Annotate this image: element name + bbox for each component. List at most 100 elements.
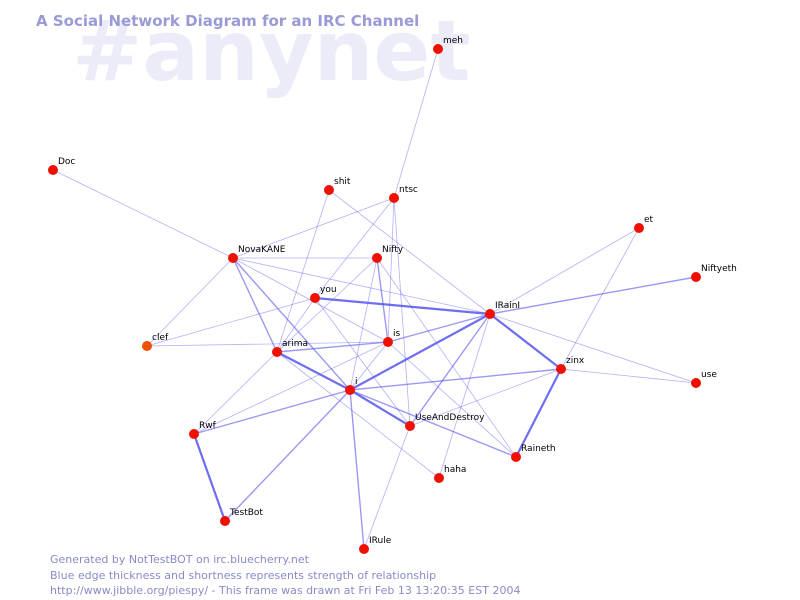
node-label-clef: clef	[152, 333, 169, 343]
node-label-Niftyeth: Niftyeth	[701, 264, 737, 274]
edge-IRainI-is	[387, 313, 491, 343]
edge-IRainI-i	[349, 313, 491, 391]
edge-i-UseAndDestroy	[349, 389, 411, 427]
edges-layer	[52, 48, 697, 550]
edge-IRainI-Niftyeth	[489, 276, 697, 315]
edge-arima-haha	[276, 351, 440, 479]
node-TestBot: TestBot	[220, 508, 263, 526]
node-dot-arima	[272, 347, 282, 357]
edge-Rwf-TestBot	[192, 433, 227, 522]
edge-you-arima	[276, 297, 316, 353]
node-label-et: et	[644, 215, 654, 225]
node-shit: shit	[324, 177, 351, 195]
edge-Doc-NovaKANE	[52, 169, 234, 259]
edge-NovaKANE-i	[232, 257, 351, 391]
edge-you-IRainI	[314, 296, 491, 316]
node-label-IRule: IRule	[369, 536, 392, 546]
node-dot-IRule	[359, 544, 369, 554]
edge-NovaKANE-arima	[232, 257, 278, 353]
edge-IRainI-zinx	[489, 313, 562, 370]
node-dot-use	[691, 378, 701, 388]
node-dot-is	[383, 337, 393, 347]
edge-Nifty-is	[376, 257, 389, 343]
node-et: et	[634, 215, 654, 233]
node-dot-UseAndDestroy	[405, 421, 415, 431]
node-label-arima: arima	[282, 339, 308, 349]
node-label-Raineth: Raineth	[521, 444, 556, 454]
edge-NovaKANE-clef	[146, 257, 234, 347]
edge-IRainI-use	[489, 313, 697, 384]
node-dot-Raineth	[511, 452, 521, 462]
node-dot-Rwf	[189, 429, 199, 439]
edge-Nifty-Raineth	[376, 257, 517, 458]
node-haha: haha	[434, 465, 466, 483]
edge-UseAndDestroy-IRule	[363, 425, 411, 550]
node-label-i: i	[355, 377, 358, 387]
node-dot-IRainI	[485, 309, 495, 319]
node-label-zinx: zinx	[566, 356, 585, 366]
edge-ntsc-UseAndDestroy	[393, 197, 411, 427]
node-label-IRainI: IRainI	[495, 301, 520, 311]
node-IRainI: IRainI	[485, 301, 520, 319]
edge-IRainI-et	[489, 227, 640, 315]
node-dot-NovaKANE	[228, 253, 238, 263]
node-label-you: you	[320, 285, 337, 295]
node-is: is	[383, 329, 401, 347]
node-UseAndDestroy: UseAndDestroy	[405, 413, 485, 431]
node-ntsc: ntsc	[389, 185, 418, 203]
node-label-haha: haha	[444, 465, 466, 475]
edge-IRainI-haha	[438, 313, 491, 479]
edge-you-clef	[146, 297, 316, 347]
node-Raineth: Raineth	[511, 444, 556, 462]
edge-is-i	[349, 341, 389, 391]
edge-you-UseAndDestroy	[314, 297, 411, 427]
edge-ntsc-you	[314, 197, 395, 299]
edge-shit-IRainI	[328, 189, 491, 315]
edge-NovaKANE-IRainI	[232, 257, 491, 315]
edge-meh-ntsc	[393, 48, 439, 199]
node-dot-Nifty	[372, 253, 382, 263]
node-dot-ntsc	[389, 193, 399, 203]
node-label-Rwf: Rwf	[199, 421, 217, 431]
node-i: i	[345, 377, 358, 395]
node-Niftyeth: Niftyeth	[691, 264, 737, 282]
node-label-Nifty: Nifty	[382, 245, 404, 255]
edge-i-Rwf	[193, 389, 351, 435]
node-NovaKANE: NovaKANE	[228, 245, 286, 263]
edge-ntsc-is	[387, 197, 395, 343]
edge-i-TestBot	[224, 389, 351, 522]
node-dot-meh	[433, 44, 443, 54]
edge-arima-Rwf	[193, 351, 278, 435]
node-label-meh: meh	[443, 36, 463, 46]
edge-Nifty-arima	[276, 257, 378, 353]
edge-zinx-UseAndDestroy	[409, 368, 562, 427]
edge-Nifty-i	[349, 257, 378, 391]
node-IRule: IRule	[359, 536, 392, 554]
node-label-TestBot: TestBot	[229, 508, 263, 518]
node-dot-TestBot	[220, 516, 230, 526]
edge-zinx-use	[560, 368, 697, 384]
node-dot-Niftyeth	[691, 272, 701, 282]
node-dot-et	[634, 223, 644, 233]
footer-legend-note: Blue edge thickness and shortness repres…	[50, 569, 437, 582]
footer-generated-by: Generated by NotTestBOT on irc.bluecherr…	[50, 553, 309, 566]
edge-IRainI-UseAndDestroy	[409, 313, 491, 427]
node-label-is: is	[393, 329, 401, 339]
edge-zinx-i	[349, 368, 562, 391]
node-dot-shit	[324, 185, 334, 195]
node-label-Doc: Doc	[58, 157, 75, 167]
edge-i-Raineth	[349, 389, 517, 458]
edge-clef-is	[146, 341, 389, 347]
footer-source-url: http://www.jibble.org/piespy/ - This fra…	[50, 584, 521, 597]
node-label-use: use	[701, 370, 717, 380]
diagram-title: A Social Network Diagram for an IRC Chan…	[36, 12, 419, 30]
node-dot-haha	[434, 473, 444, 483]
node-Nifty: Nifty	[372, 245, 404, 263]
node-dot-i	[345, 385, 355, 395]
node-you: you	[310, 285, 337, 303]
node-zinx: zinx	[556, 356, 585, 374]
edge-is-Rwf	[193, 341, 389, 435]
edge-zinx-et	[560, 227, 640, 370]
edge-is-Raineth	[387, 341, 517, 458]
